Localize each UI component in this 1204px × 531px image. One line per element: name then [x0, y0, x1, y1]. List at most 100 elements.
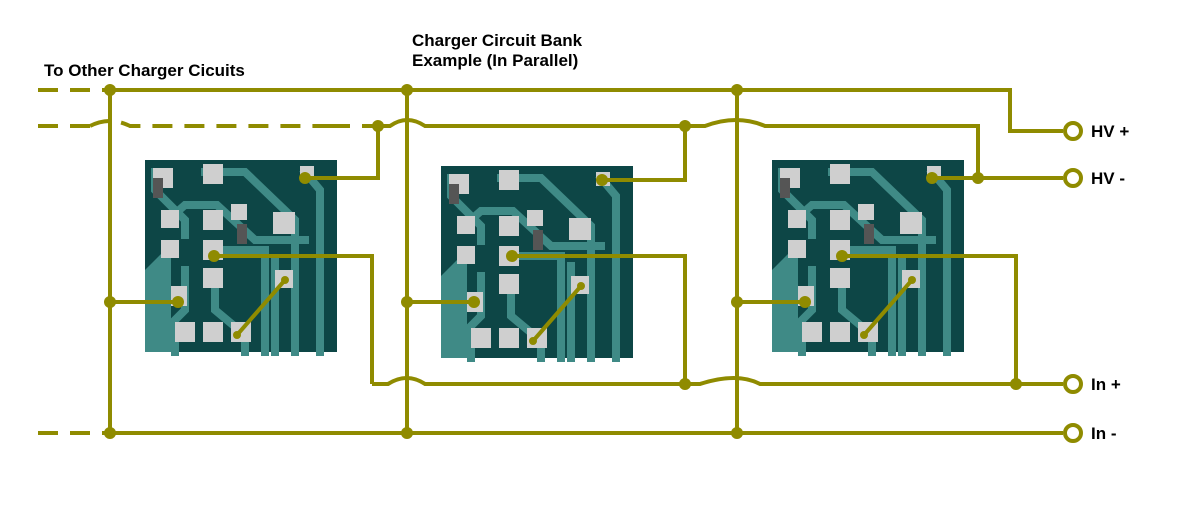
- junction-dot: [836, 250, 848, 262]
- junction-dot: [401, 296, 413, 308]
- jumper-end: [281, 276, 289, 284]
- solder-pad: [231, 204, 247, 220]
- circuit-boards: [145, 160, 964, 362]
- solder-pad: [788, 210, 806, 228]
- resistor-component: [780, 178, 790, 198]
- board-trace: [164, 201, 309, 244]
- jumper-wire: [862, 278, 914, 337]
- capacitor-component: [237, 224, 247, 244]
- solder-pad: [527, 210, 543, 226]
- solder-pad: [203, 210, 223, 230]
- jumper-end: [908, 276, 916, 284]
- solder-pad: [499, 170, 519, 190]
- junction-dot: [401, 427, 413, 439]
- junction-dot: [401, 84, 413, 96]
- diagram-title-line2: Example (In Parallel): [412, 51, 579, 70]
- terminal-in-minus-icon: [1063, 423, 1083, 443]
- junction-dot: [372, 120, 384, 132]
- board1-hv-link: [305, 126, 380, 180]
- board-trace: [206, 246, 269, 356]
- solder-pad: [499, 274, 519, 294]
- junction-dot: [506, 250, 518, 262]
- terminal-hv-plus-icon: [1063, 121, 1083, 141]
- junction-dot: [731, 427, 743, 439]
- junction-dot: [468, 296, 480, 308]
- board-trace: [833, 246, 896, 356]
- capacitor-component: [533, 230, 543, 250]
- board3-in-link: [842, 254, 1018, 384]
- board-trace: [497, 174, 595, 362]
- junction-dot: [679, 378, 691, 390]
- board-trace: [828, 168, 926, 356]
- junction-dot: [679, 120, 691, 132]
- board2-in-link: [512, 254, 687, 384]
- junction-dot: [104, 427, 116, 439]
- terminal-label-hv-plus: HV +: [1091, 122, 1130, 141]
- board-trace: [201, 168, 299, 356]
- junction-dots: [104, 84, 1022, 439]
- wire-hv-minus-a: [89, 119, 330, 128]
- terminal-label-hv-minus: HV -: [1091, 169, 1125, 188]
- solder-pad: [802, 322, 822, 342]
- solder-pad: [203, 322, 223, 342]
- board2-hv-link: [602, 126, 687, 182]
- solder-pad: [858, 204, 874, 220]
- board-trace: [507, 282, 545, 362]
- terminal-in-plus-icon: [1063, 374, 1083, 394]
- solder-pad: [569, 218, 591, 240]
- solder-pad: [830, 164, 850, 184]
- solder-pad: [900, 212, 922, 234]
- solder-pad: [471, 328, 491, 348]
- solder-pad: [457, 216, 475, 234]
- solder-pad: [830, 268, 850, 288]
- solder-pad: [203, 268, 223, 288]
- jumper-end: [233, 331, 241, 339]
- terminals: [1063, 121, 1083, 443]
- junction-dot: [926, 172, 938, 184]
- junction-dot: [1010, 378, 1022, 390]
- jumper-wire: [235, 278, 287, 337]
- solder-pad: [830, 322, 850, 342]
- solder-pad: [161, 210, 179, 228]
- jumper-end: [577, 282, 585, 290]
- junction-dot: [172, 296, 184, 308]
- junction-dot: [596, 174, 608, 186]
- wiring: [38, 88, 1063, 435]
- jumper-end: [529, 337, 537, 345]
- board-trace: [838, 276, 876, 356]
- solder-pad: [203, 164, 223, 184]
- junction-dot: [731, 296, 743, 308]
- wire-in-plus: [372, 376, 1063, 386]
- solder-pad: [830, 210, 850, 230]
- junction-dot: [104, 296, 116, 308]
- resistor-component: [449, 184, 459, 204]
- resistor-component: [153, 178, 163, 198]
- solder-pad: [273, 212, 295, 234]
- terminal-label-in-minus: In -: [1091, 424, 1117, 443]
- solder-pad: [161, 240, 179, 258]
- circuit-board-2: [441, 166, 633, 362]
- solder-pad: [175, 322, 195, 342]
- capacitor-component: [864, 224, 874, 244]
- solder-pad: [499, 216, 519, 236]
- wire-hv-minus: [378, 118, 1063, 180]
- board-trace: [791, 201, 936, 244]
- board-trace-area: [441, 258, 467, 358]
- terminal-hv-minus-icon: [1063, 168, 1083, 188]
- junction-dot: [972, 172, 984, 184]
- junction-dot: [731, 84, 743, 96]
- solder-pad: [457, 246, 475, 264]
- solder-pad: [788, 240, 806, 258]
- diagram-title-line1: Charger Circuit Bank: [412, 31, 583, 50]
- left-label: To Other Charger Cicuits: [44, 61, 245, 80]
- junction-dot: [299, 172, 311, 184]
- terminal-label-in-plus: In +: [1091, 375, 1121, 394]
- solder-pad: [499, 328, 519, 348]
- wire-hv-plus: [110, 88, 1063, 133]
- jumper-wire: [531, 284, 583, 343]
- board-trace: [460, 207, 605, 250]
- jumper-end: [860, 331, 868, 339]
- junction-dot: [799, 296, 811, 308]
- junction-dot: [208, 250, 220, 262]
